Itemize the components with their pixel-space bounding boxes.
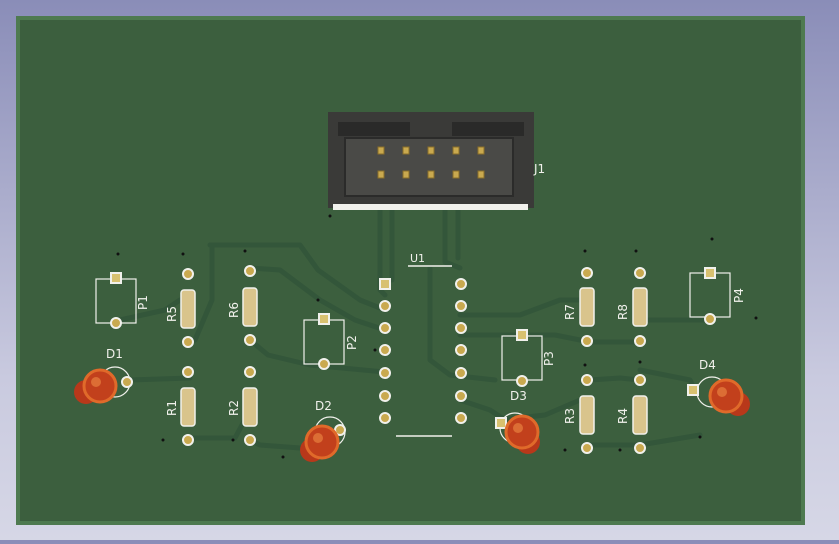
leds	[74, 366, 750, 462]
led-label: D1	[106, 347, 123, 361]
ic-footprint	[379, 265, 467, 437]
pot-label: P4	[732, 288, 746, 303]
box-header-connector	[328, 112, 534, 210]
pot-label: P3	[542, 351, 556, 366]
pot-pads	[110, 267, 716, 387]
resistor-label: R8	[616, 304, 630, 320]
pot-label: P2	[345, 335, 359, 350]
resistor-label: R1	[165, 400, 179, 416]
pot-label: P1	[136, 295, 150, 310]
pcb-board	[16, 16, 805, 525]
led-label: D2	[315, 399, 332, 413]
led-label: D3	[510, 389, 527, 403]
resistor-label: R5	[165, 306, 179, 322]
led-labels: D1 D2 D3 D4	[106, 347, 716, 413]
resistors	[180, 265, 648, 454]
resistor-label: R4	[616, 408, 630, 424]
led-label: D4	[699, 358, 716, 372]
resistor-labels: R5 R6 R7 R8 R1 R2 R3 R4	[165, 302, 630, 424]
ic-label: U1	[410, 252, 425, 265]
silk-dots	[116, 214, 758, 459]
copper-traces	[117, 202, 713, 451]
pot-labels: P1 P2 P3 P4	[136, 288, 746, 366]
resistor-label: R3	[563, 408, 577, 424]
resistor-label: R7	[563, 304, 577, 320]
resistor-label: R2	[227, 400, 241, 416]
connector-label: J1	[533, 162, 545, 176]
resistor-label: R6	[227, 302, 241, 318]
